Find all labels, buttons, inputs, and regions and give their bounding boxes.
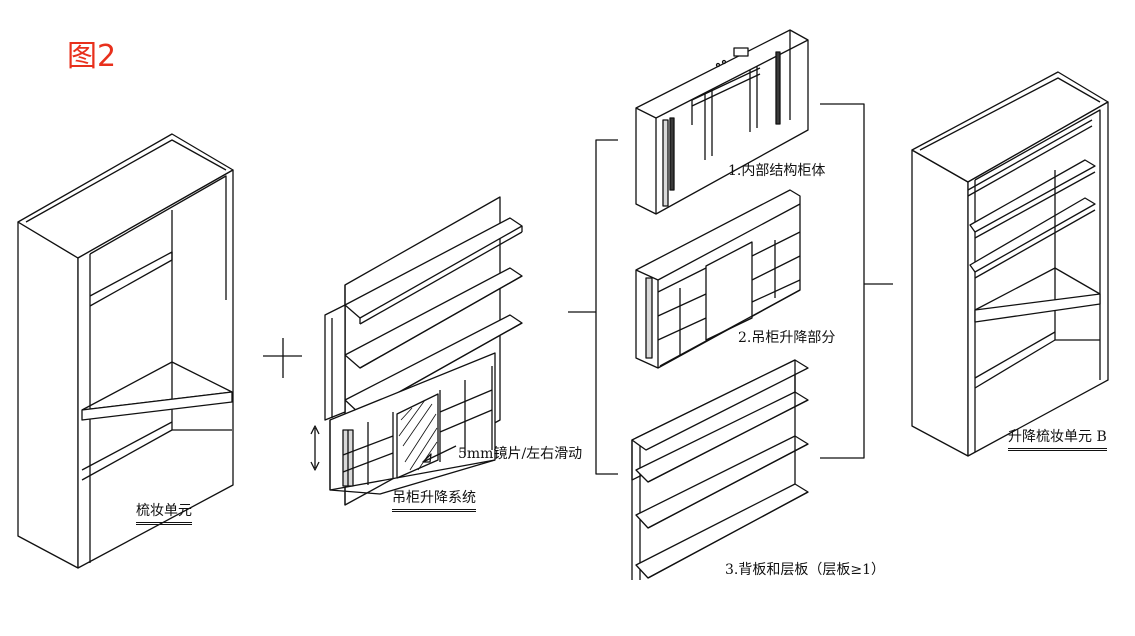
figure-title: 图2 bbox=[67, 39, 117, 74]
hanging-lift-system bbox=[324, 196, 523, 506]
part1-label: 1.内部结构柜体 bbox=[728, 163, 826, 179]
part1-inner-cabinet bbox=[635, 29, 809, 215]
plus-icon bbox=[263, 338, 302, 378]
part2-hanging-lift bbox=[635, 189, 801, 369]
result-unit-label: 升降梳妆单元 B bbox=[1008, 429, 1107, 451]
hanging-system-label: 吊柜升降系统 bbox=[392, 490, 476, 512]
dressing-unit-label: 梳妆单元 bbox=[136, 503, 192, 525]
part2-label: 2.吊柜升降部分 bbox=[738, 330, 836, 346]
result-cabinet bbox=[911, 71, 1109, 457]
bracket-icon bbox=[595, 139, 618, 475]
dressing-unit-cabinet bbox=[17, 133, 234, 569]
arrow-updown-icon bbox=[310, 425, 320, 471]
part3-label: 3.背板和层板（层板≥1） bbox=[725, 562, 885, 578]
part3-backboard-shelves bbox=[631, 359, 809, 580]
bracket-right bbox=[820, 103, 865, 459]
mirror-note-label: 5mm镜片/左右滑动 bbox=[458, 446, 583, 462]
